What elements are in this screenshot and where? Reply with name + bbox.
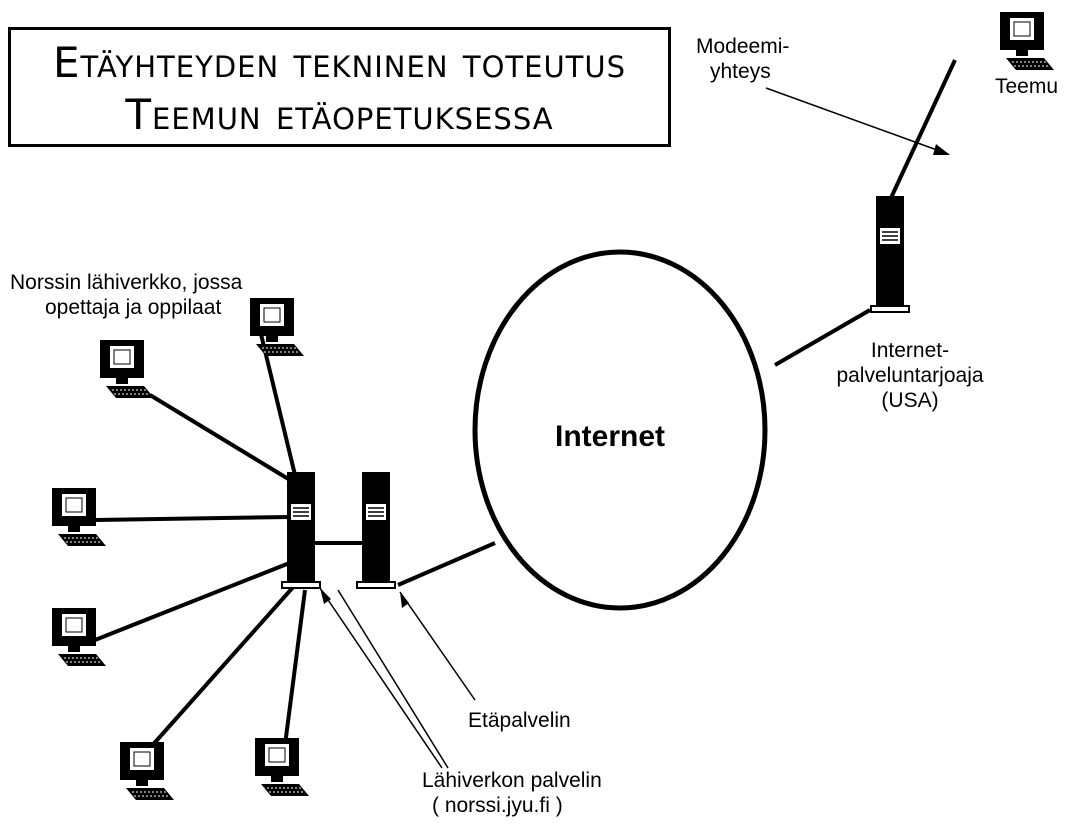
title-line-1: Etäyhteyden tekninen toteutus xyxy=(52,38,627,87)
lan-label-line-1: Norssin lähiverkko, jossa xyxy=(10,271,243,294)
internet-ellipse xyxy=(472,249,768,611)
lan-computer-icon xyxy=(51,487,107,547)
isp-label-line-2: palveluntarjoaja xyxy=(836,364,984,387)
isp-label: Internet- palveluntarjoaja (USA) xyxy=(835,338,985,413)
isp-label-line-3: (USA) xyxy=(881,389,939,412)
link-lan-pc3 xyxy=(94,515,291,522)
modem-label: Modeemi- yhteys xyxy=(696,34,789,84)
arrowhead-lan-server xyxy=(320,588,331,604)
isp-label-line-1: Internet- xyxy=(870,339,950,362)
callout-remote-server xyxy=(399,591,476,701)
arrowhead-modem xyxy=(933,144,950,155)
remote-server-icon xyxy=(356,471,396,589)
callout-lan-server-2 xyxy=(337,589,449,769)
link-teemu-isp xyxy=(888,59,957,201)
lan-server-label-line-1: Lähiverkon palvelin xyxy=(422,769,602,792)
callout-lan-server xyxy=(319,587,443,769)
link-lan-pc5 xyxy=(148,583,297,750)
link-lan-pc2 xyxy=(148,393,292,482)
link-internet-remote-server xyxy=(397,541,496,587)
network-links xyxy=(94,59,957,750)
callout-lines xyxy=(319,87,949,769)
link-isp-internet xyxy=(773,308,872,367)
internet-label: Internet xyxy=(555,420,666,453)
teemu-label: Teemu xyxy=(995,75,1059,98)
callout-arrowheads xyxy=(320,144,950,608)
lan-server-label-line-2: ( norssi.jyu.fi ) xyxy=(432,794,563,817)
isp-server-icon xyxy=(870,195,910,313)
title-box: Etäyhteyden tekninen toteutus Teemun etä… xyxy=(8,27,671,147)
callout-modem xyxy=(765,87,949,155)
lan-computer-icon xyxy=(119,741,175,801)
lan-server-label: Lähiverkon palvelin ( norssi.jyu.fi ) xyxy=(422,768,602,818)
lan-label-line-2: opettaja ja oppilaat xyxy=(45,296,222,319)
modem-label-line-2: yhteys xyxy=(710,60,771,83)
link-lan-pc4 xyxy=(94,560,293,642)
title-line-2: Teemun etäopetuksessa xyxy=(125,90,554,139)
modem-label-line-1: Modeemi- xyxy=(696,35,790,58)
lan-label: Norssin lähiverkko, jossa opettaja ja op… xyxy=(10,270,242,320)
remote-server-label: Etäpalvelin xyxy=(468,709,571,732)
lan-computer-icon xyxy=(99,339,155,399)
teemu-computer-icon xyxy=(999,11,1055,71)
link-lan-pc6 xyxy=(283,589,307,746)
lan-computer-icon xyxy=(249,297,305,357)
lan-computer-icon xyxy=(254,737,310,797)
lan-server-icon xyxy=(281,471,321,589)
arrowhead-remote-server xyxy=(400,592,409,608)
